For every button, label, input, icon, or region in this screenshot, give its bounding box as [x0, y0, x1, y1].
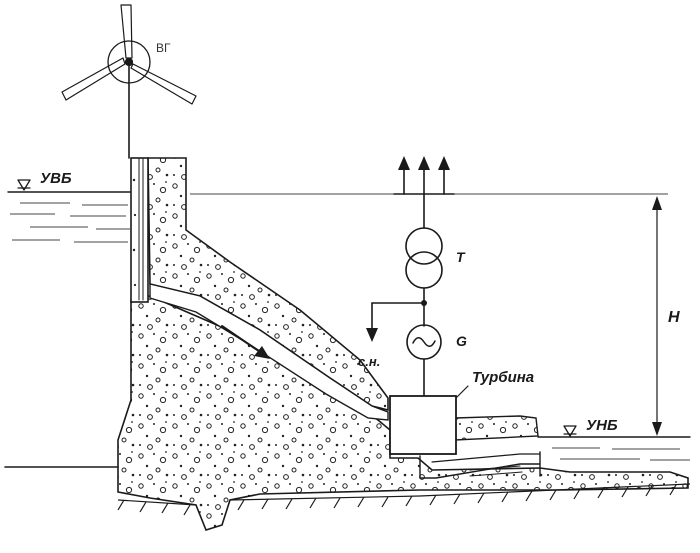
wind-turbine-icon: [61, 4, 197, 159]
water-level-triangle-icon: [17, 179, 31, 191]
dam-body: [117, 157, 689, 531]
wind-generator-label: ВГ: [156, 41, 171, 55]
auxiliary-branch: [366, 302, 425, 342]
auxiliary-label: с.н.: [358, 354, 380, 369]
upper-reservoir: [7, 191, 134, 243]
lower-level-label: УНБ: [586, 417, 618, 434]
transformer-label: T: [456, 249, 466, 265]
lower-reservoir: [537, 436, 691, 461]
ground-hatch-icon: [117, 483, 691, 516]
head-label: H: [668, 309, 680, 326]
upper-level-label: УВБ: [40, 170, 72, 187]
head-dimension: [652, 196, 662, 436]
flow-arrow-icon: [221, 325, 270, 359]
water-level-triangle-icon: [563, 425, 577, 437]
turbine-leader-line: [455, 385, 469, 399]
transformer-icon: [405, 227, 443, 289]
turbine-label: Турбина: [472, 369, 534, 386]
turbine-box: [389, 395, 457, 455]
ac-generator-icon: [406, 324, 442, 360]
generator-label: G: [456, 333, 467, 349]
power-output-arrows-icon: [393, 156, 455, 195]
